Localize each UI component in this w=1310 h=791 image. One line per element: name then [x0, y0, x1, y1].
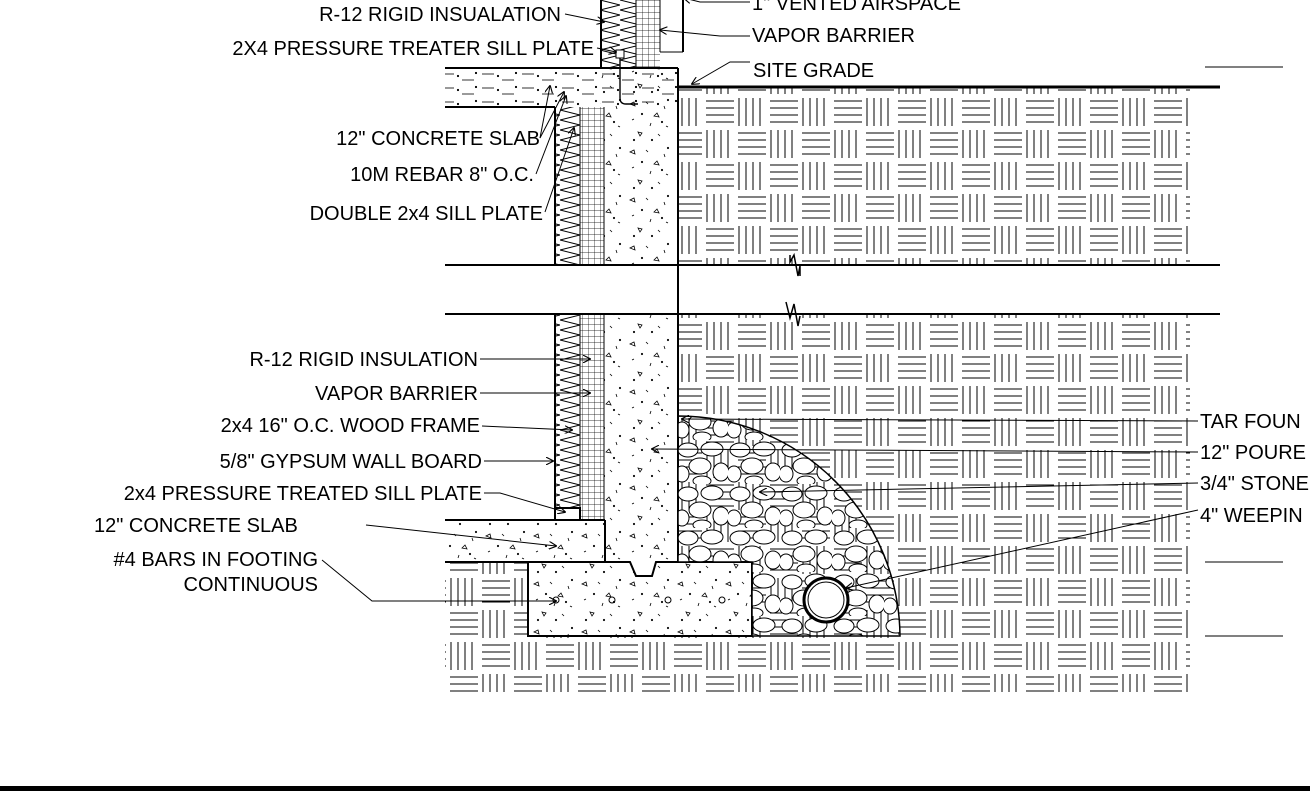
label-wood-frame: 2x4 16" O.C. WOOD FRAME — [221, 415, 480, 437]
label-vented-airspace: 1" VENTED AIRSPACE — [752, 0, 961, 15]
label-tar: TAR FOUN — [1200, 411, 1301, 433]
sheet-border-bottom — [0, 786, 1310, 791]
label-site-grade: SITE GRADE — [753, 60, 874, 82]
label-bars-line2: CONTINUOUS — [184, 574, 318, 596]
right-labels: TAR FOUN 12" POURE 3/4" STONE 4" WEEPIN — [1200, 411, 1309, 527]
upper-leaders — [535, 0, 750, 213]
break-lines — [445, 252, 1220, 327]
level-marks — [1205, 66, 1283, 637]
label-rigid-insulation: R-12 RIGID INSULATION — [249, 349, 478, 371]
label-vapor-barrier: VAPOR BARRIER — [315, 383, 478, 405]
lower-concrete-slab — [445, 507, 606, 563]
stone-backfill — [677, 415, 901, 637]
right-leaders — [652, 419, 1199, 588]
label-concrete-slab: 12" CONCRETE SLAB — [94, 515, 298, 537]
label-sill-plate: 2x4 PRESSURE TREATED SILL PLATE — [124, 483, 482, 505]
lower-leaders — [321, 359, 590, 601]
upper-wall-assembly — [600, 0, 684, 105]
label-sill-plate-top: 2X4 PRESSURE TREATER SILL PLATE — [232, 38, 594, 60]
label-vapor-barrier-top: VAPOR BARRIER — [752, 25, 915, 47]
label-weeping: 4" WEEPIN — [1200, 505, 1303, 527]
earth-hatch — [445, 87, 1190, 692]
foundation-wall — [554, 85, 1220, 562]
footing — [527, 561, 753, 637]
upper-labels: 1" VENTED AIRSPACE R-12 RIGID INSUALATIO… — [232, 0, 961, 225]
label-poured: 12" POURE — [1200, 442, 1306, 464]
upper-concrete-slab — [445, 67, 679, 108]
lower-labels: R-12 RIGID INSULATION VAPOR BARRIER 2x4 … — [94, 349, 482, 596]
label-gypsum: 5/8" GYPSUM WALL BOARD — [220, 451, 482, 473]
label-rigid-insulation-top: R-12 RIGID INSUALATION — [319, 4, 561, 26]
label-rebar: 10M REBAR 8" O.C. — [350, 164, 534, 186]
label-concrete-slab-top: 12" CONCRETE SLAB — [336, 128, 540, 150]
label-double-sill: DOUBLE 2x4 SILL PLATE — [310, 203, 543, 225]
label-stone: 3/4" STONE — [1200, 473, 1309, 495]
label-bars-line1: #4 BARS IN FOOTING — [114, 549, 318, 571]
